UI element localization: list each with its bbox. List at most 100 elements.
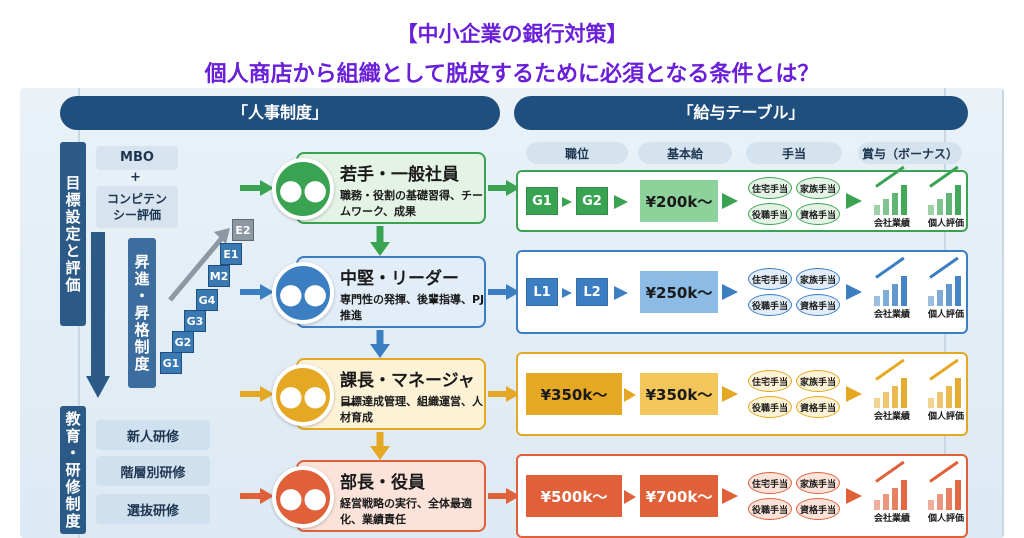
bonus-chart-icon: 会社業績 [872, 460, 912, 524]
bonus-bar-icon [937, 392, 943, 408]
bonus-bar-icon [946, 284, 952, 306]
bonus-bar-icon [883, 494, 889, 510]
allowance-bubble: 資格手当 [796, 203, 840, 225]
bonus-bar-icon [937, 199, 943, 215]
bonus-bar-icon [955, 378, 961, 408]
base-salary-box: ¥200k～ [640, 180, 718, 222]
base-salary-box: ¥350k～ [640, 373, 718, 415]
grade-step-g4: G4 [196, 289, 218, 311]
bonus-bar-icon [874, 398, 880, 408]
bonus-bar-icon [928, 296, 934, 306]
grade-step-g3: G3 [184, 310, 206, 332]
training-new-hire: 新人研修 [96, 420, 210, 450]
grade-box: L1 [526, 278, 558, 306]
team-icon: ●● [272, 466, 334, 528]
bonus-label: 個人評価 [927, 514, 964, 524]
arrow-right-icon [722, 386, 738, 402]
bonus-label: 会社業績 [873, 514, 910, 524]
section-pay-header: 「給与テーブル」 [514, 96, 968, 130]
bonus-label: 個人評価 [927, 219, 964, 229]
allowance-bubble: 役職手当 [748, 203, 792, 225]
bonus-label: 会社業績 [873, 412, 910, 422]
bonus-bar-icon [901, 480, 907, 510]
allowance-bubble: 役職手当 [748, 294, 792, 316]
arrow-right-icon [562, 288, 572, 298]
grade-step-g1: G1 [160, 352, 182, 374]
training-selective: 選抜研修 [96, 494, 210, 524]
bonus-bar-icon [937, 290, 943, 306]
bonus-bar-icon [883, 199, 889, 215]
arrow-right-icon [846, 386, 862, 402]
role-title: 部長・役員 [340, 473, 425, 493]
base-salary-box: ¥250k～ [640, 271, 718, 313]
arrow-right-icon [846, 193, 862, 209]
header-position: 職位 [526, 142, 628, 164]
allowance-bubble: 家族手当 [796, 268, 840, 290]
role-title: 課長・マネージャー [340, 371, 475, 416]
bonus-label: 会社業績 [873, 219, 910, 229]
bonus-chart-icon: 会社業績 [872, 165, 912, 229]
promotion-bar: 昇進・昇格制度 [128, 238, 156, 388]
bonus-bar-icon [901, 185, 907, 215]
grade-salary-box: ¥350k～ [526, 373, 622, 415]
allowance-bubble: 役職手当 [748, 396, 792, 418]
allowance-bubble: 家族手当 [796, 177, 840, 199]
allowance-bubble: 資格手当 [796, 294, 840, 316]
bonus-bar-icon [946, 488, 952, 510]
bonus-bar-icon [874, 500, 880, 510]
role-junior: ●● 若手・一般社員 職務・役割の基礎習得、チームワーク、成果 [272, 152, 486, 224]
team-icon: ●● [272, 262, 334, 324]
bonus-bar-icon [955, 276, 961, 306]
bonus-bar-icon [955, 185, 961, 215]
header-bonus: 賞与（ボーナス） [858, 142, 962, 164]
arrow-right-icon [614, 286, 628, 300]
training-tiered: 階層別研修 [96, 456, 210, 486]
header-allowance: 手当 [746, 142, 842, 164]
arrow-right-icon [614, 195, 628, 209]
role-executive: ●● 部長・役員 経営戦略の実行、全体最適化、業績責任 [272, 460, 486, 532]
allowance-bubble: 住宅手当 [748, 370, 792, 392]
bonus-bar-icon [937, 494, 943, 510]
grade-step-g2: G2 [172, 331, 194, 353]
bonus-chart-icon: 個人評価 [926, 256, 966, 320]
grade-step-m2: M2 [208, 265, 230, 287]
bonus-bar-icon [928, 500, 934, 510]
bonus-bar-icon [892, 193, 898, 215]
grade-step-e2: E2 [232, 219, 254, 241]
bonus-label: 個人評価 [927, 412, 964, 422]
bonus-chart-icon: 会社業績 [872, 256, 912, 320]
bonus-chart-icon: 個人評価 [926, 358, 966, 422]
role-desc: 職務・役割の基礎習得、チームワーク、成果 [340, 189, 483, 218]
bonus-bar-icon [901, 276, 907, 306]
team-icon: ●● [272, 364, 334, 426]
arrow-right-icon [846, 284, 862, 300]
allowance-bubble: 家族手当 [796, 472, 840, 494]
allowance-bubble: 資格手当 [796, 498, 840, 520]
arrow-right-icon [562, 197, 572, 207]
bonus-bar-icon [955, 480, 961, 510]
role-manager: ●● 課長・マネージャー 目標達成管理、組織運営、人材育成 [272, 358, 486, 430]
bonus-bar-icon [883, 392, 889, 408]
bonus-label: 会社業績 [873, 310, 910, 320]
goal-setting-bar: 目標設定と評価 [60, 142, 86, 326]
team-icon: ●● [272, 158, 334, 220]
bonus-bar-icon [883, 290, 889, 306]
allowance-bubble: 資格手当 [796, 396, 840, 418]
bonus-bar-icon [892, 284, 898, 306]
bonus-bar-icon [946, 386, 952, 408]
arrow-right-icon [624, 490, 636, 504]
role-title: 中堅・リーダー [340, 269, 459, 289]
bonus-bar-icon [928, 205, 934, 215]
allowance-bubble: 住宅手当 [748, 177, 792, 199]
section-hr-header: 「人事制度」 [60, 96, 500, 130]
bonus-bar-icon [874, 296, 880, 306]
bonus-bar-icon [874, 205, 880, 215]
bonus-chart-icon: 会社業績 [872, 358, 912, 422]
competency-box: コンピテンシー評価 [96, 186, 178, 228]
role-desc: 専門性の発揮、後輩指導、PJ推進 [340, 293, 485, 322]
arrow-right-icon [624, 388, 636, 402]
allowance-bubble: 役職手当 [748, 498, 792, 520]
bonus-bar-icon [928, 398, 934, 408]
title-line2: 個人商店から組織として脱皮するために必須となる条件とは？ [204, 62, 820, 87]
bonus-bar-icon [892, 386, 898, 408]
